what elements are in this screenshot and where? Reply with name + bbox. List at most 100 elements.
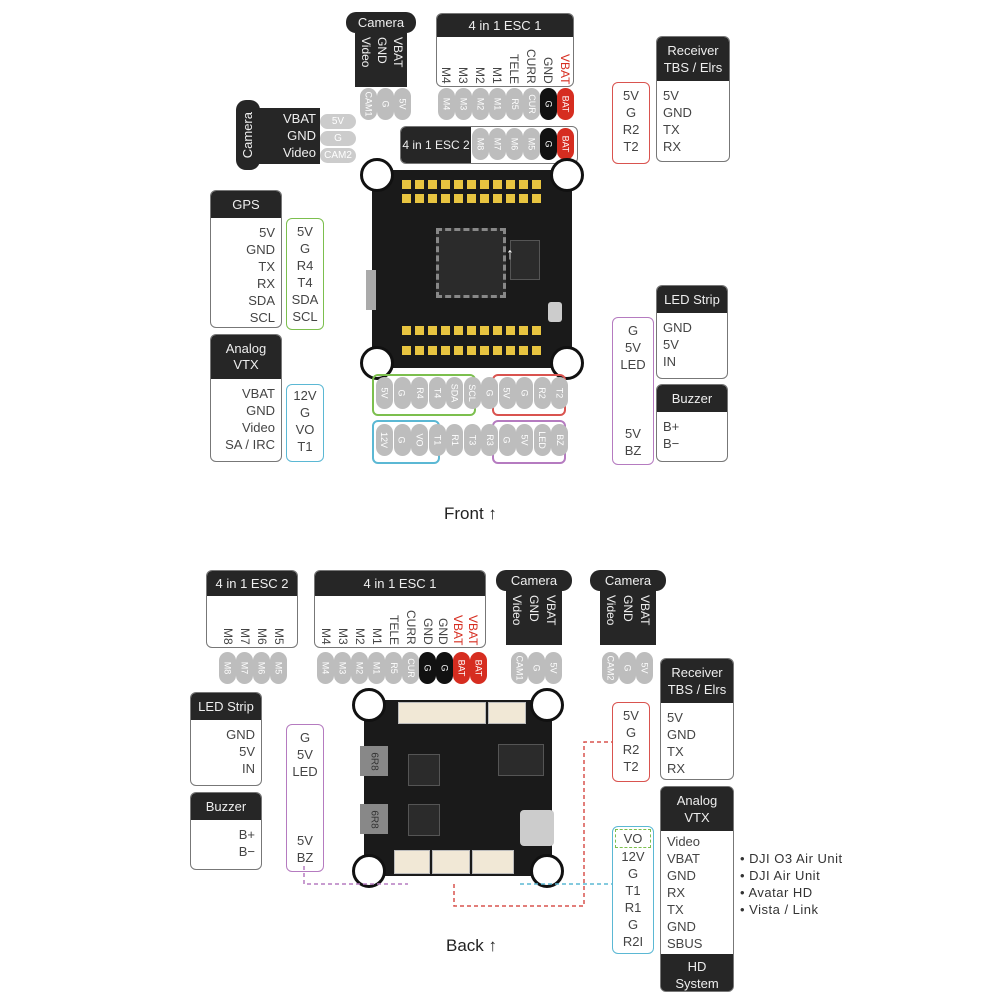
back-esc2: 4 in 1 ESC 2 M8 M7 M6 M5 <box>206 570 298 648</box>
solder-pad <box>532 326 541 335</box>
front-esc1-pin: M3 <box>456 67 470 84</box>
front-camera2-pin: VBAT <box>283 111 316 126</box>
front-camera1-pin: GND <box>375 37 389 64</box>
back-esc1: 4 in 1 ESC 1 M4 M3 M2 M1 TELE CURR GND G… <box>314 570 486 648</box>
solder-pad <box>506 180 515 189</box>
front-esc2-pad-bat: BAT <box>557 128 574 160</box>
solder-pad <box>467 180 476 189</box>
back-esc2-title: 4 in 1 ESC 2 <box>207 571 297 596</box>
front-bottom-pad: R3 <box>481 424 498 456</box>
solder-pad <box>467 194 476 203</box>
front-bottom-pad: 12V <box>376 424 393 456</box>
solder-pad <box>441 346 450 355</box>
back-camera2-pad: CAM2 <box>602 652 619 684</box>
front-esc1-pad-bat: BAT <box>557 88 574 120</box>
front-bottom-pad: T3 <box>463 424 481 456</box>
solder-pad <box>454 346 463 355</box>
connector <box>472 850 514 874</box>
solder-pad <box>532 194 541 203</box>
front-pad-cam1: CAM1 <box>360 88 377 120</box>
back-esc2-pad: M6 <box>253 652 270 684</box>
front-esc1-pad: M4 <box>438 88 455 120</box>
front-esc2-pad: M7 <box>489 128 506 160</box>
back-camera1-pad: CAM1 <box>511 652 528 684</box>
front-gps: GPS 5V GND TX RX SDA SCL <box>210 190 282 328</box>
back-hd-system-title: System <box>675 976 719 991</box>
back-esc2-pad: M5 <box>270 652 287 684</box>
back-camera2-title: Camera <box>590 570 666 591</box>
front-bottom-pad: G <box>498 424 516 456</box>
front-camera1: Camera Video GND VBAT <box>346 12 416 87</box>
front-vtx-title: Analog <box>225 341 267 356</box>
boot-button[interactable] <box>548 302 562 322</box>
connector <box>394 850 430 874</box>
front-bottom-pad: SCL <box>463 377 481 409</box>
solder-pad <box>428 194 437 203</box>
solder-pad <box>415 346 424 355</box>
front-esc1-pin: TELE <box>507 53 521 84</box>
connector <box>488 702 526 724</box>
front-gps-pin: GND <box>246 242 275 257</box>
front-bottom-pad: G <box>393 377 411 409</box>
back-esc1-pad: M2 <box>351 652 368 684</box>
front-bottom-pad: 5V <box>498 377 516 409</box>
inductor: 6R8 <box>360 746 388 776</box>
front-esc1-pad: M3 <box>455 88 472 120</box>
front-camera2-pin: Video <box>282 145 316 160</box>
front-bottom-pad: BZ <box>551 424 568 456</box>
solder-pad <box>506 346 515 355</box>
front-receiver-title: Receiver <box>667 43 719 58</box>
front-led-title: LED Strip <box>657 286 727 313</box>
solder-pad <box>480 194 489 203</box>
front-bottom-pad: G <box>516 377 533 409</box>
back-caption: Back ↑ <box>446 936 498 955</box>
direction-arrow-icon: ↑ <box>506 246 514 263</box>
front-esc1-pin: M4 <box>439 67 453 84</box>
usb-c-port <box>520 810 554 846</box>
back-camera2: Camera Video GND VBAT <box>590 570 666 645</box>
solder-pad <box>454 326 463 335</box>
back-esc1-pad-bat: BAT <box>470 652 487 684</box>
front-esc1-pin: CURR <box>524 49 538 84</box>
front-bottom-pad: 5V <box>516 424 533 456</box>
front-esc1-pad: R5 <box>506 88 523 120</box>
solder-pad <box>519 194 528 203</box>
front-gps-pin: 5V <box>259 225 275 240</box>
front-gps-pin: SDA <box>248 293 275 308</box>
back-esc1-pad: M4 <box>317 652 334 684</box>
back-vtx-title: Analog <box>676 793 718 808</box>
front-buzzer-title: Buzzer <box>657 385 727 412</box>
front-esc1: 4 in 1 ESC 1 M4 M3 M2 M1 TELE CURR GND V… <box>436 13 574 87</box>
solder-pad <box>532 180 541 189</box>
solder-pad <box>480 346 489 355</box>
front-bottom-pad: R1 <box>446 424 463 456</box>
solder-pad <box>428 346 437 355</box>
front-camera1-pin: Video <box>359 37 373 68</box>
solder-pad <box>493 326 502 335</box>
front-bottom-pad: LED <box>533 424 551 456</box>
front-bottom-pad: G <box>481 377 498 409</box>
solder-pad <box>506 326 515 335</box>
front-camera2-pad: 5V <box>320 114 356 129</box>
back-camera1-title: Camera <box>496 570 572 591</box>
mcu-chip <box>436 228 506 298</box>
front-caption: Front ↑ <box>444 504 497 523</box>
front-esc1-pin: GND <box>541 57 555 84</box>
front-bottom-pad: T2 <box>551 377 568 409</box>
front-camera1-pin: VBAT <box>391 37 405 68</box>
solder-pad <box>428 180 437 189</box>
back-esc2-pad: M8 <box>219 652 236 684</box>
inductor: 6R8 <box>360 804 388 834</box>
front-vtx-title: VTX <box>233 357 259 372</box>
solder-pad <box>402 194 411 203</box>
back-receiver-title: Receiver <box>671 665 723 680</box>
